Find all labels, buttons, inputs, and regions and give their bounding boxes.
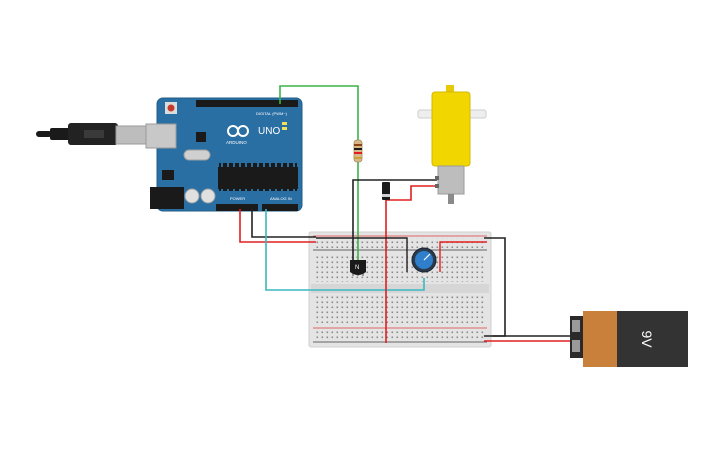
diode-cathode-band	[382, 194, 390, 197]
battery-body	[617, 311, 688, 367]
board-model-label: UNO	[258, 126, 280, 137]
usb-cable[interactable]	[36, 123, 159, 145]
resistor-band-3	[354, 152, 362, 154]
tx-led	[282, 122, 287, 125]
potentiometer[interactable]	[411, 247, 437, 273]
motor-shaft	[448, 194, 454, 204]
capacitor-2	[200, 188, 216, 204]
reset-button-cap	[167, 104, 175, 112]
wire-green-signal[interactable]	[279, 85, 359, 140]
rail-bottom-holes-2	[315, 335, 485, 340]
transistor-label: N	[355, 265, 359, 271]
power-jack	[150, 187, 184, 209]
wire-black-gnd[interactable]	[251, 209, 316, 238]
potentiometer-indicator	[423, 253, 431, 261]
rail-top-holes-1	[315, 238, 485, 243]
battery-voltage-label: 9V	[639, 330, 655, 348]
terminal-strip-lower	[315, 296, 485, 323]
wire-red-motor[interactable]	[385, 185, 437, 343]
analog-in-label: ANALOG IN	[270, 196, 292, 201]
arduino-logo-text: ARDUINO	[226, 140, 247, 145]
power-label: POWER	[230, 196, 245, 201]
motor-gearbox	[431, 91, 471, 167]
motor-terminal-2	[435, 184, 439, 188]
arduino-board[interactable]: ARDUINO UNO DIGITAL (PWM~) POWER ANALOG …	[145, 97, 303, 212]
battery-9v[interactable]: 9V	[570, 311, 688, 367]
wire-black-motor[interactable]	[352, 179, 437, 262]
battery-copper-band	[583, 311, 617, 367]
wire-red-5v[interactable]	[239, 209, 316, 243]
motor-top-nub	[446, 85, 454, 93]
atmega-chip-pins-bottom	[219, 189, 297, 193]
resistor[interactable]	[353, 139, 363, 163]
terminal-strip-upper	[315, 255, 485, 282]
wires	[239, 85, 575, 343]
battery-terminal-negative	[572, 340, 580, 352]
usb-port	[145, 123, 177, 149]
battery-terminal-positive	[572, 320, 580, 332]
motor-can	[437, 165, 465, 195]
transistor[interactable]: N	[350, 260, 366, 276]
resistor-band-4	[354, 157, 362, 159]
resistor-band-2	[354, 148, 362, 150]
wire-cyan-analog[interactable]	[265, 209, 425, 291]
arduino-logo-icon	[227, 125, 249, 137]
rail-bottom-holes-1	[315, 330, 485, 335]
atmega-chip-pins-top	[219, 163, 297, 167]
wire-red-pot[interactable]	[439, 241, 487, 272]
rx-led	[282, 127, 287, 130]
analog-header-pins	[263, 205, 297, 210]
rail-top-holes-2	[315, 243, 485, 248]
center-channel	[311, 284, 489, 293]
dc-motor[interactable]	[417, 85, 487, 204]
wire-black-pot[interactable]	[316, 237, 408, 272]
capacitor-1	[184, 188, 200, 204]
voltage-regulator	[162, 170, 174, 180]
digital-header-pins	[197, 101, 297, 106]
motor-terminal-1	[435, 176, 439, 180]
digital-pins-label: DIGITAL (PWM~)	[256, 111, 288, 116]
crystal-oscillator	[183, 149, 211, 161]
diode[interactable]	[382, 182, 390, 200]
atmega-chip	[218, 167, 298, 189]
power-header-pins	[217, 205, 257, 210]
usb-chip	[196, 132, 206, 142]
resistor-band-1	[354, 144, 362, 146]
